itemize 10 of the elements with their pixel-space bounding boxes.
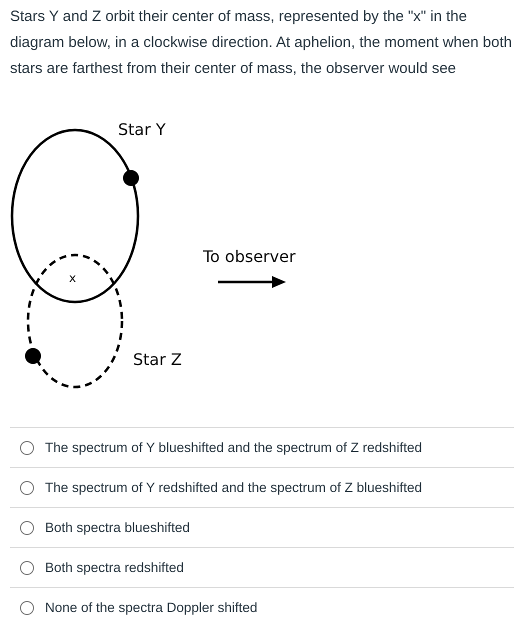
question-text: Stars Y and Z orbit their center of mass, represented by the "x" in the diagram below, in a clockwise direction. At aphelion, the moment when both stars are farthest from their center of mass, the observer would see xyxy=(10,7,513,79)
answer-option: Both spectra redshifted xyxy=(45,560,184,575)
answer-option: The spectrum of Y redshifted and the spectrum of Z blueshifted xyxy=(45,480,422,495)
diagram-label: To observer xyxy=(203,248,296,266)
center-of-mass-mark: x xyxy=(69,272,76,286)
answer-option: None of the spectra Doppler shifted xyxy=(45,600,258,615)
diagram-label: Star Z xyxy=(133,351,182,369)
diagram-label: Star Y xyxy=(118,121,166,139)
answer-option: The spectrum of Y blueshifted and the spectrum of Z redshifted xyxy=(45,440,422,455)
answer-option: Both spectra blueshifted xyxy=(45,520,190,535)
